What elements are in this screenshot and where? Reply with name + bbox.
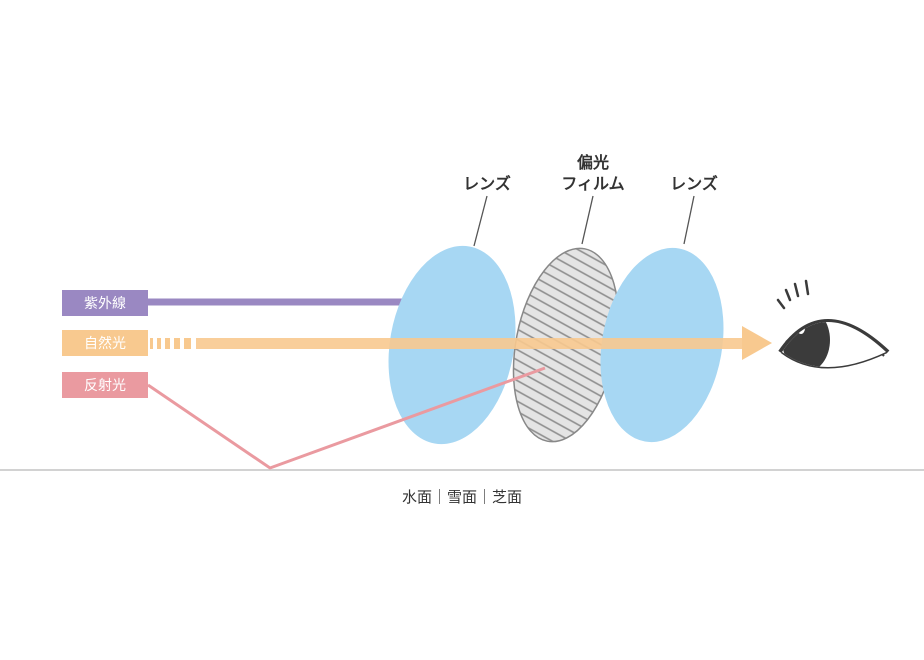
eye-lash (776, 298, 786, 310)
natural-light-tag-bg (62, 330, 148, 356)
label-right-lens: レンズ (670, 174, 718, 193)
reflected-light-path (147, 366, 546, 470)
eye-lashes (776, 279, 810, 310)
eye-lash (804, 279, 810, 296)
eye-lash (793, 282, 800, 298)
eye-lash (784, 288, 792, 302)
uv-tag-bg (62, 290, 148, 316)
natural-light-dashes (150, 338, 191, 349)
natural-light-dash (150, 338, 153, 349)
leader-line-film (581, 195, 594, 245)
surfaces-label: 水面｜雪面｜芝面 (402, 488, 522, 506)
label-left-lens: レンズ (463, 174, 511, 193)
natural-light-tag-label: 自然光 (84, 335, 126, 352)
reflected-light-tag-bg (62, 372, 148, 398)
natural-light-dash (165, 338, 170, 349)
uv-tag-label: 紫外線 (84, 296, 126, 312)
reflected-light-tag-label: 反射光 (84, 378, 126, 394)
eye-icon (776, 279, 890, 369)
natural-light-beam (196, 338, 748, 349)
natural-light-dash (184, 338, 191, 349)
label-film-line1: 偏光 (577, 153, 609, 172)
natural-light-dash (157, 338, 161, 349)
leader-line-right-lens (683, 195, 695, 245)
label-film-line2: フィルム (561, 174, 624, 193)
leader-line-left-lens (473, 195, 488, 247)
natural-light-arrowhead (742, 326, 772, 360)
natural-light-dash (174, 338, 180, 349)
